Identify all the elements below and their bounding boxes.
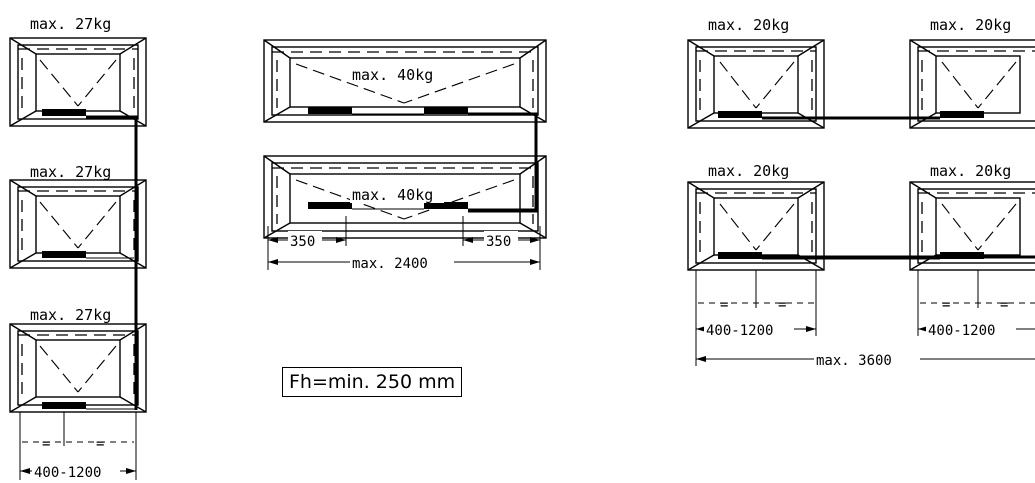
motor-bar: [308, 107, 352, 114]
equal-mark: =: [42, 436, 50, 452]
motor-bar: [42, 402, 86, 409]
motor-bar: [42, 109, 86, 116]
left-window-2: [9, 179, 147, 269]
middle-window-1: max. 40kg: [263, 39, 547, 123]
middle-window-2: max. 40kg: [263, 155, 547, 239]
right-weight-label-1: max. 20kg: [708, 16, 789, 34]
left-weight-label-1: max. 27kg: [30, 15, 111, 33]
equal-mark: =: [778, 297, 786, 313]
middle-weight-label-1: max. 40kg: [352, 66, 433, 84]
motor-bar: [424, 202, 468, 209]
middle-offset-right: 350: [486, 234, 511, 250]
left-weight-label-2: max. 27kg: [30, 163, 111, 181]
right-total-dimension: max. 3600: [816, 353, 892, 369]
left-weight-label-3: max. 27kg: [30, 306, 111, 324]
right-spacing-dimension-a: 400-1200: [706, 323, 773, 339]
right-window-top-right: [909, 39, 1035, 129]
equal-mark: =: [1000, 297, 1008, 313]
motor-bar: [940, 111, 984, 118]
motor-bar: [42, 251, 86, 258]
fh-note-box: Fh=min. 250 mm: [282, 367, 463, 397]
left-window-1: [9, 37, 147, 127]
right-window-top-left: [687, 39, 825, 129]
left-spacing-dimension: 400-1200: [34, 465, 101, 481]
motor-bar: [718, 111, 762, 118]
left-window-3: [9, 323, 147, 413]
motor-bar: [718, 252, 762, 259]
right-window-grid: max. 20kg max. 20kg max. 20kg max. 20kg …: [687, 16, 1035, 369]
middle-connection-bus: [468, 112, 538, 213]
middle-offset-left: 350: [290, 234, 315, 250]
fh-note-text: Fh=min. 250 mm: [289, 371, 456, 393]
motor-bar: [308, 202, 352, 209]
right-spacing-dimension-b: 400-1200: [928, 323, 995, 339]
left-window-column: max. 27kg max. 27kg max. 27kg = = 400-12…: [9, 15, 147, 481]
right-weight-label-3: max. 20kg: [708, 162, 789, 180]
right-weight-label-4: max. 20kg: [930, 162, 1011, 180]
motor-bar: [424, 107, 468, 114]
equal-mark: =: [720, 297, 728, 313]
right-weight-label-2: max. 20kg: [930, 16, 1011, 34]
middle-window-group: max. 40kg max. 40kg: [263, 39, 547, 272]
right-window-bottom-left: [687, 181, 825, 271]
middle-weight-label-2: max. 40kg: [352, 186, 433, 204]
equal-mark: =: [96, 436, 104, 452]
equal-mark: =: [942, 297, 950, 313]
middle-total-dimension: max. 2400: [352, 256, 428, 272]
left-connection-bus: [86, 115, 138, 410]
